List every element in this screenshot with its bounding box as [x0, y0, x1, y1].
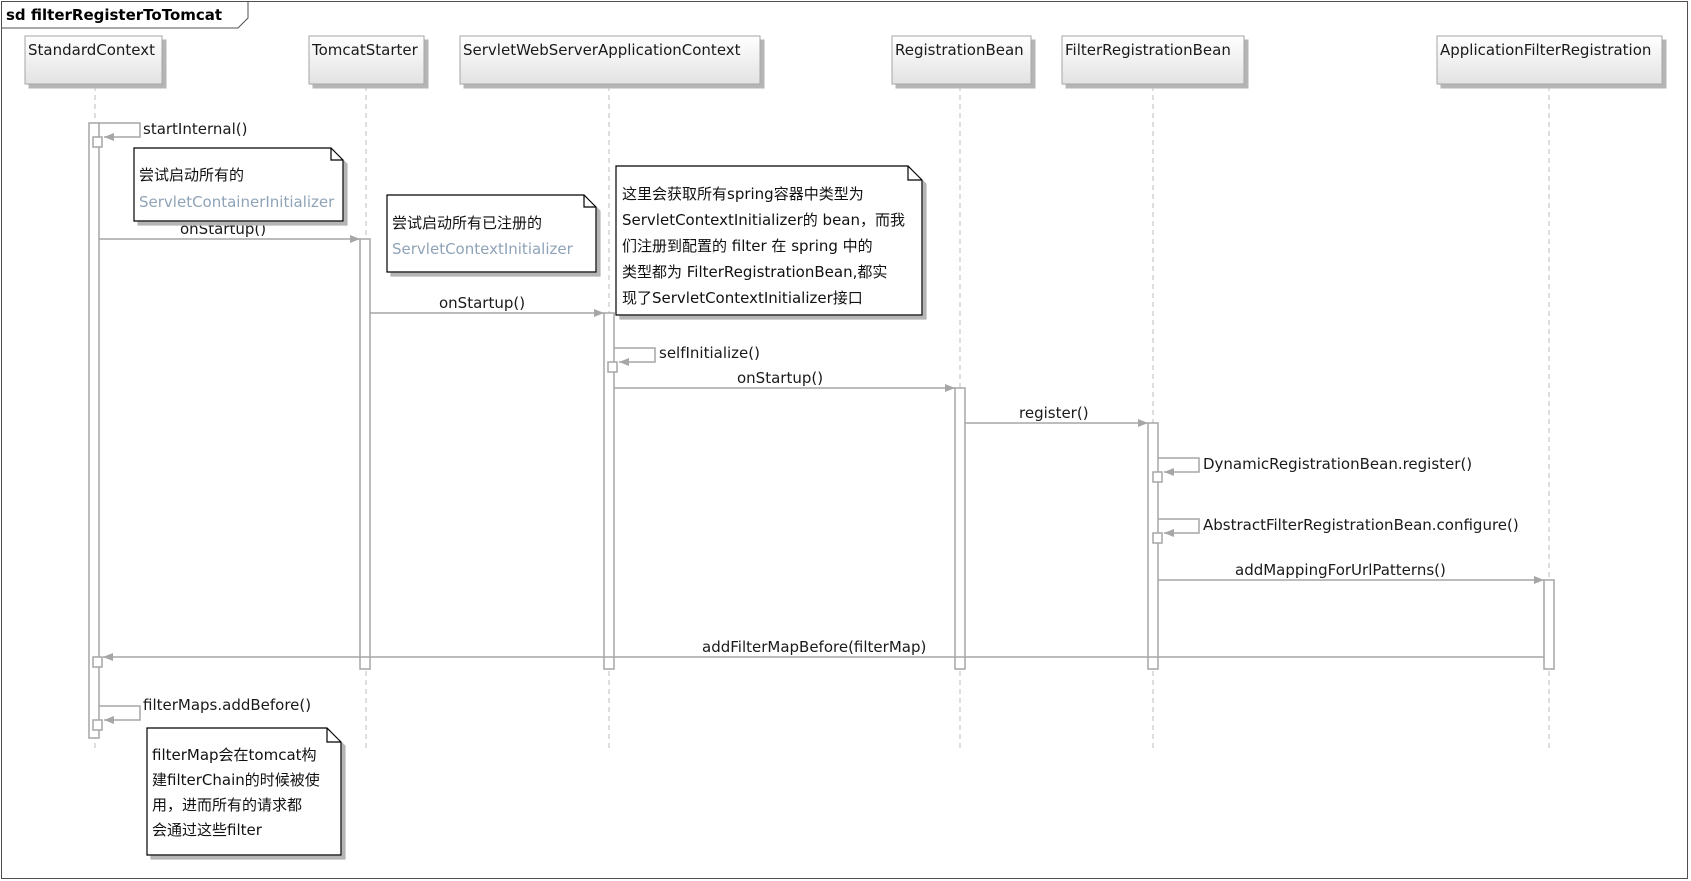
activation-registrationbean	[954, 387, 966, 670]
svg-text:ApplicationFilterRegistration: ApplicationFilterRegistration	[1440, 41, 1651, 59]
note-3: 这里会获取所有spring容器中类型为 ServletContextInitia…	[615, 165, 923, 316]
activations	[88, 122, 1555, 739]
message-onstartup-1-label: onStartup()	[180, 220, 266, 238]
svg-text:ServletWebServerApplicationCon: ServletWebServerApplicationContext	[463, 41, 741, 59]
note-4-line-4: 会通过这些filter	[152, 821, 263, 839]
note-1-line-1: 尝试启动所有的	[139, 166, 244, 184]
note-4-line-3: 用，进而所有的请求都	[152, 796, 302, 814]
participant-registrationbean[interactable]: RegistrationBean	[891, 35, 1032, 85]
message-addmapping-label: addMappingForUrlPatterns()	[1235, 561, 1446, 579]
participant-applicationfilterregistration[interactable]: ApplicationFilterRegistration	[1436, 35, 1663, 85]
message-selfinitialize-label: selfInitialize()	[659, 344, 760, 362]
participant-standardcontext[interactable]: StandardContext	[24, 35, 163, 85]
note-2: 尝试启动所有已注册的 ServletContextInitializer	[386, 194, 597, 273]
message-selfinitialize-arrow	[614, 347, 656, 366]
activation-filterregistrationbean	[1147, 422, 1159, 670]
note-3-line-1: 这里会获取所有spring容器中类型为	[622, 185, 864, 203]
message-startinternal-arrow	[99, 122, 141, 141]
svg-text:TomcatStarter: TomcatStarter	[311, 41, 419, 59]
note-2-line-2: ServletContextInitializer	[392, 240, 574, 258]
note-3-line-2: ServletContextInitializer的 bean，而我	[622, 211, 905, 229]
activation-standardcontext	[88, 122, 100, 739]
self-activation-selfinitialize	[607, 361, 618, 373]
participant-tomcatstarter[interactable]: TomcatStarter	[308, 35, 425, 85]
frame-title: sd filterRegisterToTomcat	[6, 6, 222, 24]
self-activation-startinternal	[92, 136, 103, 148]
self-activation-addfilter	[92, 656, 103, 668]
message-addbefore-label: filterMaps.addBefore()	[143, 696, 311, 714]
self-activation-configure	[1152, 532, 1163, 544]
note-3-line-4: 类型都为 FilterRegistrationBean,都实	[622, 263, 887, 281]
svg-text:FilterRegistrationBean: FilterRegistrationBean	[1065, 41, 1231, 59]
note-1: 尝试启动所有的 ServletContainerInitializer	[133, 147, 344, 222]
note-1-line-2: ServletContainerInitializer	[139, 193, 335, 211]
note-2-line-1: 尝试启动所有已注册的	[392, 214, 542, 232]
message-configure-label: AbstractFilterRegistrationBean.configure…	[1203, 516, 1519, 534]
note-4-line-1: filterMap会在tomcat构	[152, 746, 317, 764]
message-register-label: register()	[1019, 404, 1089, 422]
svg-text:RegistrationBean: RegistrationBean	[895, 41, 1024, 59]
activation-tomcatstarter	[359, 238, 371, 670]
message-startinternal-label: startInternal()	[143, 120, 247, 138]
participant-swsac[interactable]: ServletWebServerApplicationContext	[459, 35, 761, 85]
message-addbefore-arrow	[99, 705, 141, 724]
message-addfiltermapbefore-label: addFilterMapBefore(filterMap)	[702, 638, 926, 656]
activation-applicationfilterregistration	[1543, 579, 1555, 670]
frame-title-tab	[1, 1, 249, 29]
activation-swsac	[603, 312, 615, 670]
message-onstartup-2-label: onStartup()	[439, 294, 525, 312]
message-configure-arrow	[1158, 518, 1200, 537]
note-4: filterMap会在tomcat构 建filterChain的时候被使 用，进…	[146, 727, 342, 856]
note-3-line-5: 现了ServletContextInitializer接口	[622, 289, 863, 307]
participant-filterregistrationbean[interactable]: FilterRegistrationBean	[1061, 35, 1245, 85]
note-3-line-3: 们注册到配置的 filter 在 spring 中的	[622, 237, 873, 255]
self-activation-addbefore	[92, 719, 103, 731]
self-activation-dynamic-register	[1152, 471, 1163, 483]
note-4-line-2: 建filterChain的时候被使	[152, 771, 320, 789]
message-dynamic-register-arrow	[1158, 457, 1200, 476]
message-onstartup-3-label: onStartup()	[737, 369, 823, 387]
svg-text:StandardContext: StandardContext	[28, 41, 155, 59]
message-dynamic-register-label: DynamicRegistrationBean.register()	[1203, 455, 1472, 473]
